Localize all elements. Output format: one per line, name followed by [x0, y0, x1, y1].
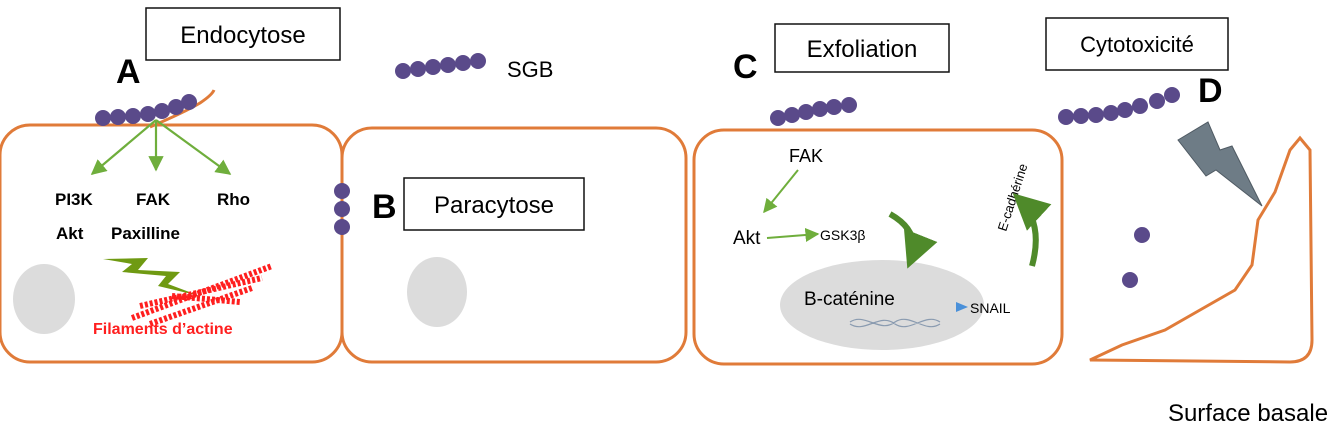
pathway-paxilline: Paxilline: [111, 224, 180, 243]
akt-to-gsk-arrow: [766, 228, 820, 242]
bacteria-chain-b: [334, 183, 350, 235]
cytotoxicite-title: Cytotoxicité: [1080, 32, 1194, 57]
c-gsk-label: GSK3β: [820, 227, 865, 243]
title-box-paracytose: Paracytose: [403, 177, 585, 231]
basal-surface-label: Surface basale: [1168, 400, 1328, 421]
nucleus-a: [13, 264, 75, 334]
panel-letter-c: C: [733, 48, 758, 86]
nucleus-b: [407, 257, 467, 327]
c-akt-label: Akt: [733, 228, 761, 249]
pathway-rho: Rho: [217, 190, 250, 209]
ecad-cycle-arrow: [1012, 193, 1052, 267]
membrane-curl: [149, 89, 216, 129]
c-bcat-label: B-caténine: [804, 289, 895, 310]
free-bacterium-2: [1122, 272, 1138, 288]
actin-label: Filaments d’actine: [93, 321, 233, 338]
pathway-pi3k: PI3K: [55, 190, 94, 209]
cell-b: [340, 126, 688, 364]
panel-letter-d: D: [1198, 72, 1223, 110]
pathway-fak: FAK: [136, 190, 171, 209]
pathway-akt: Akt: [56, 224, 84, 243]
title-box-exfoliation: Exfoliation: [774, 23, 950, 73]
nucleus-c: [780, 260, 984, 350]
c-snail-label: SNAIL: [970, 300, 1011, 316]
grey-bolt-icon: [1177, 121, 1263, 207]
dna-helix-icon: [849, 318, 941, 328]
endocytose-title: Endocytose: [180, 22, 305, 49]
c-fak-label: FAK: [789, 146, 823, 166]
c-ecad-label: E-cadhérine: [995, 162, 1031, 233]
signaling-arrows-a: [90, 119, 232, 175]
sgb-legend-chain: [395, 53, 486, 79]
panel-letter-b: B: [372, 188, 397, 226]
title-box-endocytose: Endocytose: [145, 7, 341, 61]
snail-arrow-icon: [956, 302, 968, 312]
gsk-cycle-arrow: [888, 211, 938, 269]
exfoliation-title: Exfoliation: [807, 36, 918, 63]
sgb-label: SGB: [507, 57, 553, 82]
green-bolt-icon: [103, 258, 200, 296]
cell-d-damaged: [1089, 135, 1314, 364]
fak-to-akt-arrow: [763, 169, 799, 214]
paracytose-title: Paracytose: [434, 192, 554, 219]
actin-filaments: [130, 263, 274, 327]
free-bacterium-1: [1134, 227, 1150, 243]
bacteria-chain-c: [770, 97, 857, 126]
bacteria-chain-a: [95, 94, 197, 126]
cell-c: [692, 128, 1064, 366]
panel-letter-a: A: [116, 53, 141, 91]
title-box-cytotoxicite: Cytotoxicité: [1045, 17, 1229, 71]
bacteria-chain-d: [1058, 87, 1180, 125]
